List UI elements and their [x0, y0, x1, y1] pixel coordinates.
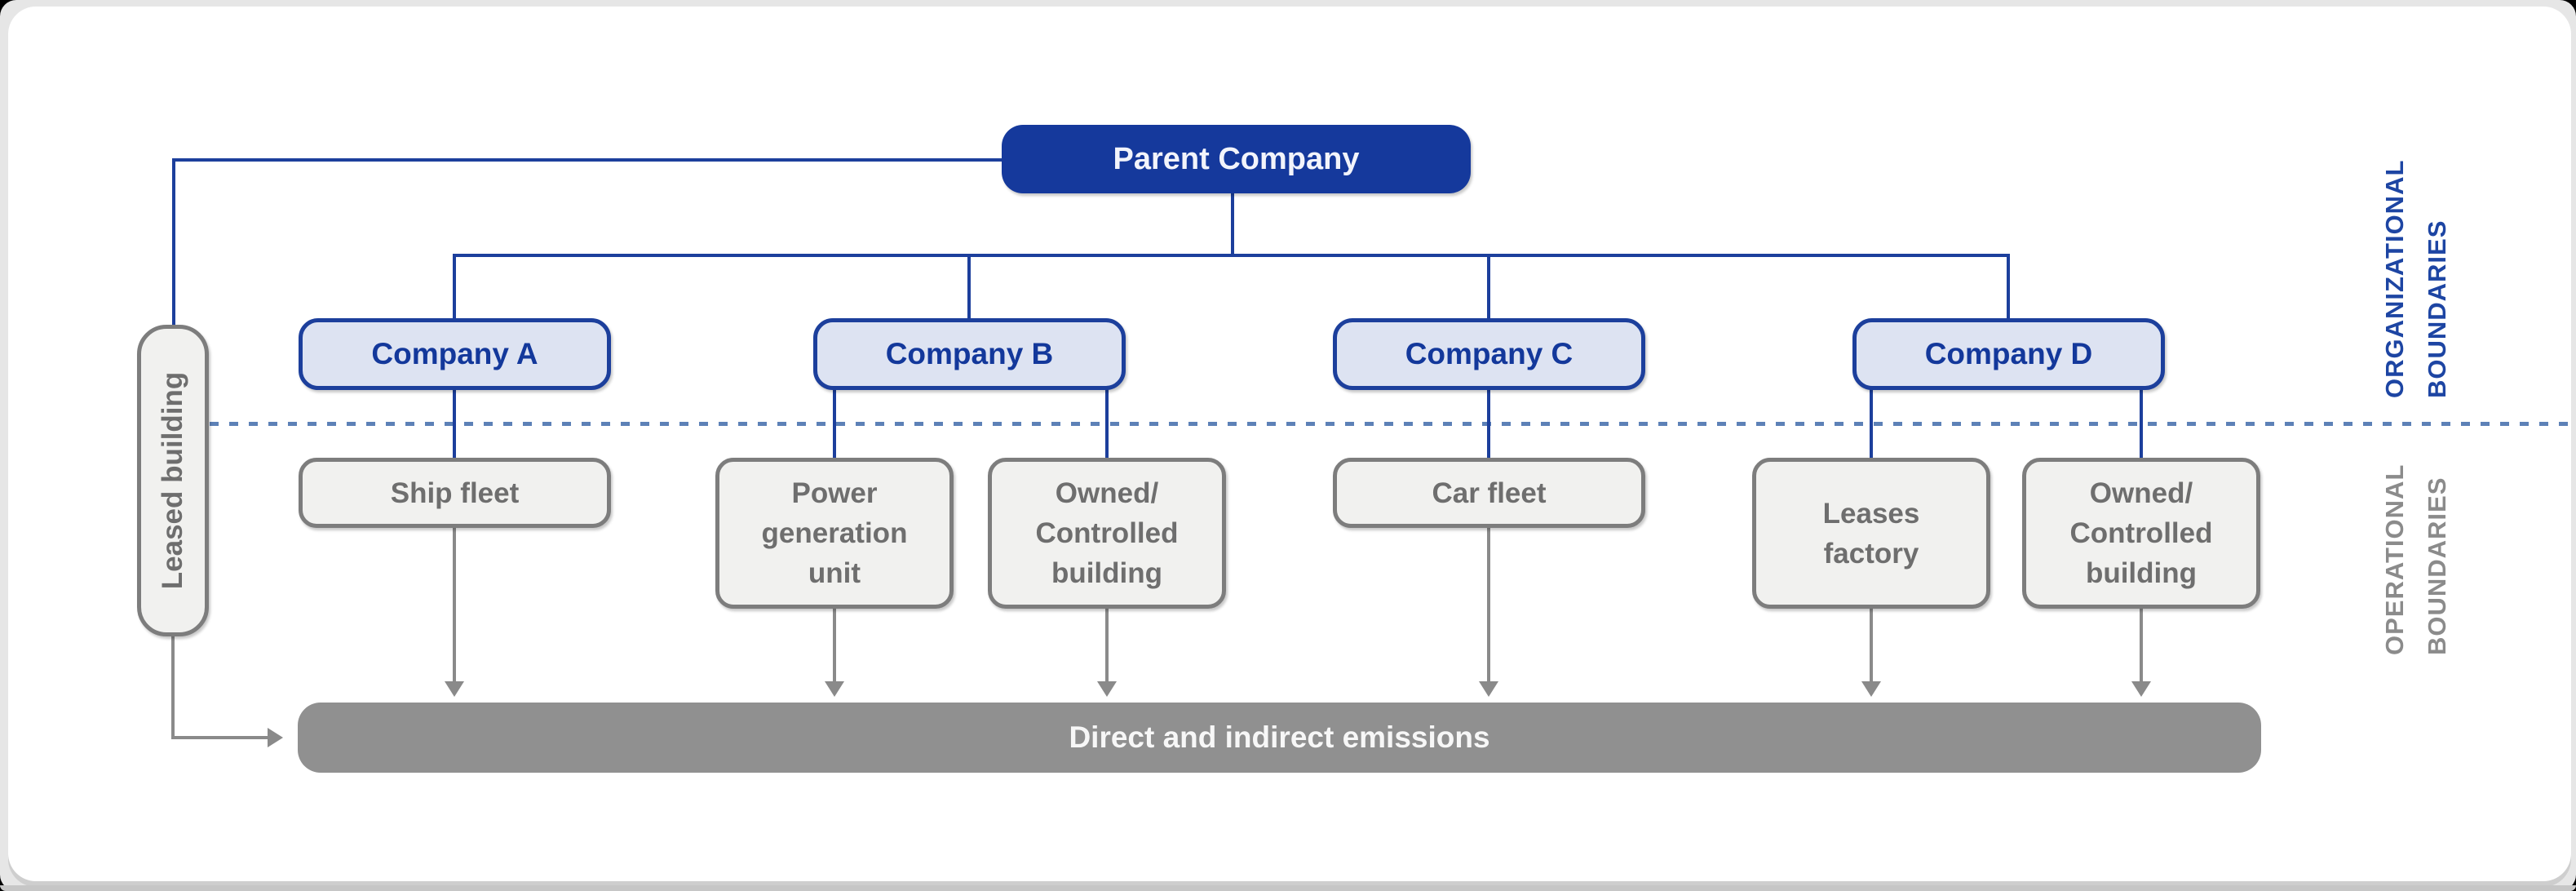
owned-controlled-building-d-node: Owned/ Controlled building	[2022, 458, 2260, 609]
connector-drop-company-b	[967, 254, 971, 321]
boundary-divider-dashed-line	[210, 422, 2569, 426]
arrow-down-icon	[1861, 681, 1881, 697]
owned-controlled-building-b-node: Owned/ Controlled building	[988, 458, 1226, 609]
connector-company-a-to-ship-fleet	[453, 388, 456, 461]
connector-company-d-to-leases-factory	[1870, 388, 1873, 461]
organizational-boundaries-label: ORGANIZATIONAL BOUNDARIES	[2380, 159, 2451, 398]
connector-drop-company-d	[2007, 254, 2010, 321]
arrow-down-icon	[1097, 681, 1117, 697]
connector-leased-down	[171, 635, 175, 739]
leased-building-label: Leased building	[157, 371, 188, 590]
connector-parent-to-leased-horizontal	[174, 158, 1005, 162]
connector-company-d-to-owned-building	[2140, 388, 2143, 461]
arrow-right-icon	[268, 728, 283, 747]
company-d-node: Company D	[1852, 318, 2165, 390]
connector-parent-to-leased-vertical	[172, 158, 175, 328]
connector-power-unit-to-bar	[833, 607, 836, 682]
connector-car-fleet-to-bar	[1487, 527, 1490, 682]
connector-drop-company-a	[453, 254, 456, 321]
connector-company-b-to-power-unit	[833, 388, 836, 461]
car-fleet-node: Car fleet	[1333, 458, 1645, 528]
arrow-down-icon	[2131, 681, 2151, 697]
company-c-node: Company C	[1333, 318, 1645, 390]
operational-boundaries-label: OPERATIONAL BOUNDARIES	[2380, 463, 2451, 655]
connector-company-c-to-car-fleet	[1487, 388, 1490, 461]
leases-factory-node: Leases factory	[1752, 458, 1990, 609]
connector-distribution-line	[453, 254, 2010, 257]
power-generation-unit-node: Power generation unit	[715, 458, 954, 609]
ship-fleet-node: Ship fleet	[299, 458, 611, 528]
connector-leases-factory-to-bar	[1870, 607, 1873, 682]
connector-parent-drop	[1231, 191, 1234, 255]
connector-owned-b-to-bar	[1105, 607, 1109, 682]
arrow-down-icon	[825, 681, 844, 697]
connector-drop-company-c	[1487, 254, 1490, 321]
diagram-card: Parent Company Company A Company B Compa…	[8, 7, 2571, 881]
emissions-bar: Direct and indirect emissions	[298, 703, 2261, 773]
company-b-node: Company B	[813, 318, 1126, 390]
company-a-node: Company A	[299, 318, 611, 390]
connector-leased-right	[171, 736, 268, 739]
connector-company-b-to-owned-building	[1105, 388, 1109, 461]
arrow-down-icon	[1479, 681, 1498, 697]
arrow-down-icon	[445, 681, 464, 697]
parent-company-node: Parent Company	[1002, 125, 1471, 193]
bottom-shadow-strip	[0, 885, 2576, 891]
leased-building-node	[137, 325, 209, 636]
connector-owned-d-to-bar	[2140, 607, 2143, 682]
connector-ship-fleet-to-bar	[453, 527, 456, 682]
